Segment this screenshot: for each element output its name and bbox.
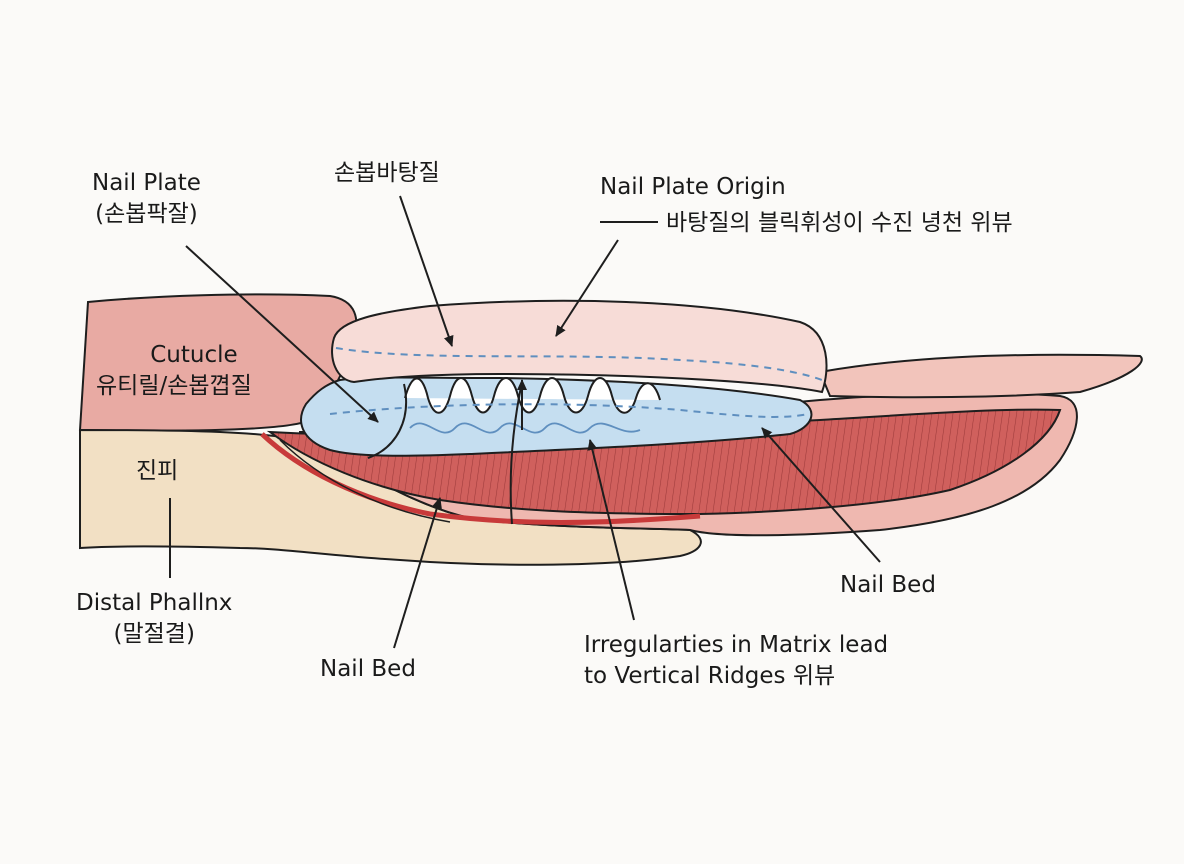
- lower-vessel-line: [279, 439, 451, 523]
- dashed-line-upper: [335, 347, 823, 381]
- label-matrix-ko: 손봅바탕질: [334, 160, 440, 186]
- label-nail-plate: Nail Plate (손봅팍잘): [92, 168, 201, 230]
- label-cuticle-ko: 유티릴/손봅꼅질: [96, 373, 252, 399]
- red-vessel-line: [260, 432, 701, 525]
- label-dermis-ko: 진피: [136, 458, 179, 484]
- leader-irregularities: [587, 439, 635, 621]
- leader-matrix: [399, 195, 454, 347]
- dashed-line-lower: [329, 403, 809, 418]
- label-nail-plate-ko: (손봅팍잘): [95, 201, 198, 227]
- label-distal-phalanx-ko: (말절결): [113, 621, 195, 647]
- cuticle-arc: [367, 383, 408, 459]
- label-cuticle: Cutucle 유티릴/손봅꼅질: [96, 340, 252, 402]
- leader-nail-bed-right: [761, 427, 881, 563]
- label-nail-bed-right: Nail Bed: [840, 572, 936, 598]
- label-nail-bed-left: Nail Bed: [320, 656, 416, 682]
- nail-plate: [331, 299, 828, 394]
- leader-nail-plate: [185, 245, 379, 423]
- matrix-ridges: [404, 377, 661, 414]
- label-nail-plate-origin-ko: 바탕질의 블릭휘성이 수진 녕천 위뷰: [666, 210, 1013, 236]
- label-nail-plate-en: Nail Plate: [92, 170, 201, 196]
- label-nail-plate-origin-en: Nail Plate Origin: [600, 174, 786, 200]
- label-irregularities-line1: Irregularties in Matrix lead: [584, 632, 889, 658]
- ridge-curve-line: [509, 381, 523, 525]
- label-irregularities: Irregularties in Matrix lead to Vertical…: [584, 630, 888, 692]
- label-distal-phalanx: Distal Phallnx (말절결): [76, 588, 232, 650]
- label-irregularities-line2: to Vertical Ridges 위뷰: [584, 663, 836, 689]
- label-cuticle-en: Cutucle: [150, 342, 238, 368]
- leader-nail-bed-left: [393, 497, 442, 649]
- label-distal-phalanx-en: Distal Phallnx: [76, 590, 233, 616]
- nail-free-edge: [818, 353, 1143, 399]
- leader-origin: [555, 239, 619, 337]
